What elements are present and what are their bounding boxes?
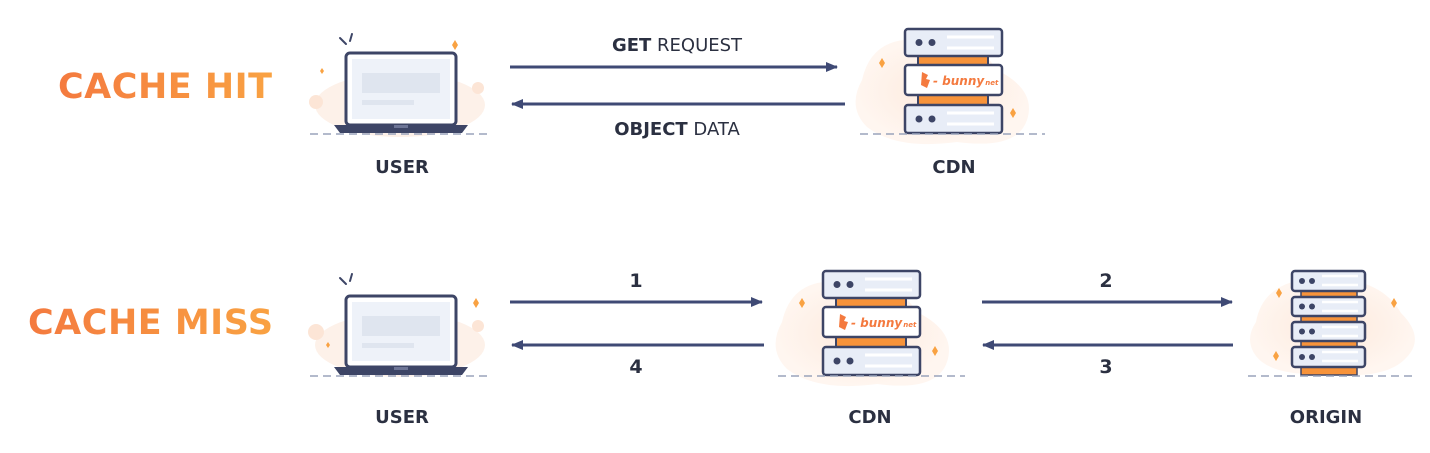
user-label: USER — [375, 157, 429, 178]
laptop-icon — [308, 273, 488, 377]
cache-hit-title: CACHE HIT — [58, 67, 273, 107]
request-label: GET REQUEST — [611, 35, 743, 56]
step-number: 1 — [629, 270, 643, 292]
bunny-logo-icon: - bunnynet — [839, 314, 917, 330]
step-number: 4 — [629, 356, 643, 378]
svg-text:- bunnynet: - bunnynet — [851, 316, 917, 330]
response-label: OBJECT DATA — [614, 119, 740, 140]
svg-text:- bunnynet: - bunnynet — [933, 74, 999, 88]
user-label: USER — [375, 407, 429, 428]
cdn-label: CDN — [932, 157, 976, 178]
laptop-icon — [309, 33, 488, 137]
cdn-label: CDN — [848, 407, 892, 428]
step-number: 3 — [1099, 356, 1113, 378]
origin-label: ORIGIN — [1289, 407, 1363, 428]
cdn-server-icon — [855, 27, 1045, 145]
step-number: 2 — [1099, 270, 1113, 292]
origin-server-icon — [1248, 269, 1415, 377]
cache-miss-title: CACHE MISS — [28, 303, 274, 343]
cdn-server-icon — [775, 269, 965, 387]
bunny-logo-icon: - bunnynet — [921, 72, 999, 88]
